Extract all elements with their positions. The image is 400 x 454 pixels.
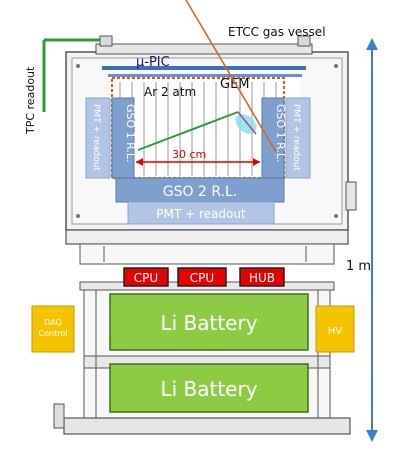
etcc-gas-vessel-label: ETCC gas vessel xyxy=(228,25,326,39)
li-battery-2-label: Li Battery xyxy=(160,377,257,401)
cpu-2-label: CPU xyxy=(190,271,214,285)
hv-box: HV xyxy=(315,305,355,353)
span-30cm: 30 cm xyxy=(136,148,260,166)
recoil-track xyxy=(137,111,239,151)
cpu-1-label: CPU xyxy=(134,271,158,285)
li-battery-2: Li Battery xyxy=(109,363,309,413)
hv-label: HV xyxy=(328,326,343,337)
gso-2rl-block xyxy=(115,177,285,203)
gso-2rl-label: GSO 2 R.L. xyxy=(163,184,238,200)
hub-box: HUB xyxy=(239,267,285,287)
pmt-readout-right-label: PMT + readout xyxy=(291,104,301,171)
height-dimension xyxy=(366,38,378,442)
cpu-2-box: CPU xyxy=(177,267,227,287)
span-30cm-label: 30 cm xyxy=(172,148,206,161)
daq-control-label-line1: DAQ xyxy=(44,318,62,327)
li-battery-1: Li Battery xyxy=(109,293,309,351)
gem-plate xyxy=(108,74,302,77)
pmt-readout-bottom-label: PMT + readout xyxy=(156,207,246,221)
mu-pic-plate xyxy=(102,66,306,70)
gso-1rl-right-label: GSO 1 R.L. xyxy=(274,104,287,163)
pmt-readout-right: PMT + readout xyxy=(285,97,311,179)
gso-1rl-left: GSO 1 R.L. xyxy=(111,97,137,179)
li-battery-1-label: Li Battery xyxy=(160,311,257,335)
pmt-readout-left: PMT + readout xyxy=(85,97,111,179)
mu-pic-label: μ-PIC xyxy=(136,55,170,70)
pmt-readout-left-label: PMT + readout xyxy=(91,104,101,171)
daq-control-box: DAQ Control xyxy=(31,305,75,353)
pmt-readout-bottom-block xyxy=(127,201,275,225)
electron-track xyxy=(237,111,257,135)
hub-label: HUB xyxy=(249,271,275,285)
cpu-1-box: CPU xyxy=(123,267,169,287)
tpc-readout-bracket xyxy=(42,38,100,112)
height-1m-label: 1 m xyxy=(346,259,371,274)
gem-label: GEM xyxy=(220,77,250,92)
tpc-readout-label: TPC readout xyxy=(24,66,37,135)
ar-label: Ar 2 atm xyxy=(144,85,196,99)
gso-1rl-right: GSO 1 R.L. xyxy=(261,97,287,179)
gamma-track xyxy=(185,0,277,153)
daq-control-label-line2: Control xyxy=(39,329,68,338)
gso-1rl-left-label: GSO 1 R.L. xyxy=(124,104,137,163)
